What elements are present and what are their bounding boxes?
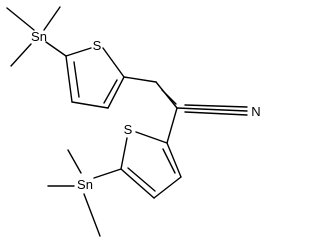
ring-bond-s-c5 — [102, 47, 125, 78]
ring-bond-c2-s — [65, 47, 92, 57]
thiophene-ring-bottom — [120, 107, 182, 199]
sulfur-atom-bottom-label: S — [124, 122, 133, 137]
ring-double-bond-c3-c2-inner — [162, 148, 176, 174]
methyl-bond-top-right — [43, 6, 61, 31]
ring-double-bond-c5-c4-inner — [103, 79, 118, 104]
nitrile-group — [176, 104, 248, 116]
methyl-bond-bottom-upper — [67, 149, 82, 174]
ring-bond-s-c5 — [120, 137, 128, 170]
tin-atom-bottom-label: Sn — [77, 177, 93, 192]
nitrile-triple-bond-middle — [176, 107, 248, 112]
ring-bond-c3-c2 — [65, 55, 73, 103]
sulfur-atom-top-label: S — [93, 38, 102, 53]
methyl-bond-top-left — [6, 7, 35, 31]
ring-double-bond-c3-c2-inner — [73, 61, 80, 98]
tin-atom-top-label: Sn — [31, 29, 47, 44]
ring-double-bond-c5-c4-inner — [127, 167, 156, 192]
ring-bond-c5-c4 — [120, 168, 155, 199]
nitrogen-atom-label: N — [251, 104, 260, 119]
thiophene-to-vinyl-bond — [123, 76, 157, 83]
vinyl-double-bond-inner — [161, 89, 177, 105]
vinyl-linker — [123, 76, 178, 109]
sn-to-thiophene-top-bond — [45, 41, 67, 57]
methyl-bond-bottom-lower — [83, 193, 101, 237]
ring-bond-c5-c4 — [107, 76, 125, 109]
ring-bond-c4-c3 — [153, 176, 182, 199]
ring-bond-c2-s — [135, 131, 168, 144]
trimethylstannyl-bottom — [47, 149, 122, 237]
ring-bond-c4-c3 — [71, 101, 109, 109]
chemical-structure-diagram: Sn S N S Sn — [6, 6, 261, 237]
nitrile-triple-bond-upper — [184, 104, 248, 108]
vinyl-to-thiophene-bond — [166, 107, 178, 144]
trimethylstannyl-top — [6, 6, 67, 67]
methyl-bond-top-lower — [10, 43, 32, 67]
thiophene-ring-top — [65, 47, 125, 109]
nitrile-triple-bond-lower — [184, 111, 248, 116]
ring-bond-c3-c2 — [166, 142, 182, 178]
thiophene-to-sn-bottom-bond — [93, 168, 122, 179]
